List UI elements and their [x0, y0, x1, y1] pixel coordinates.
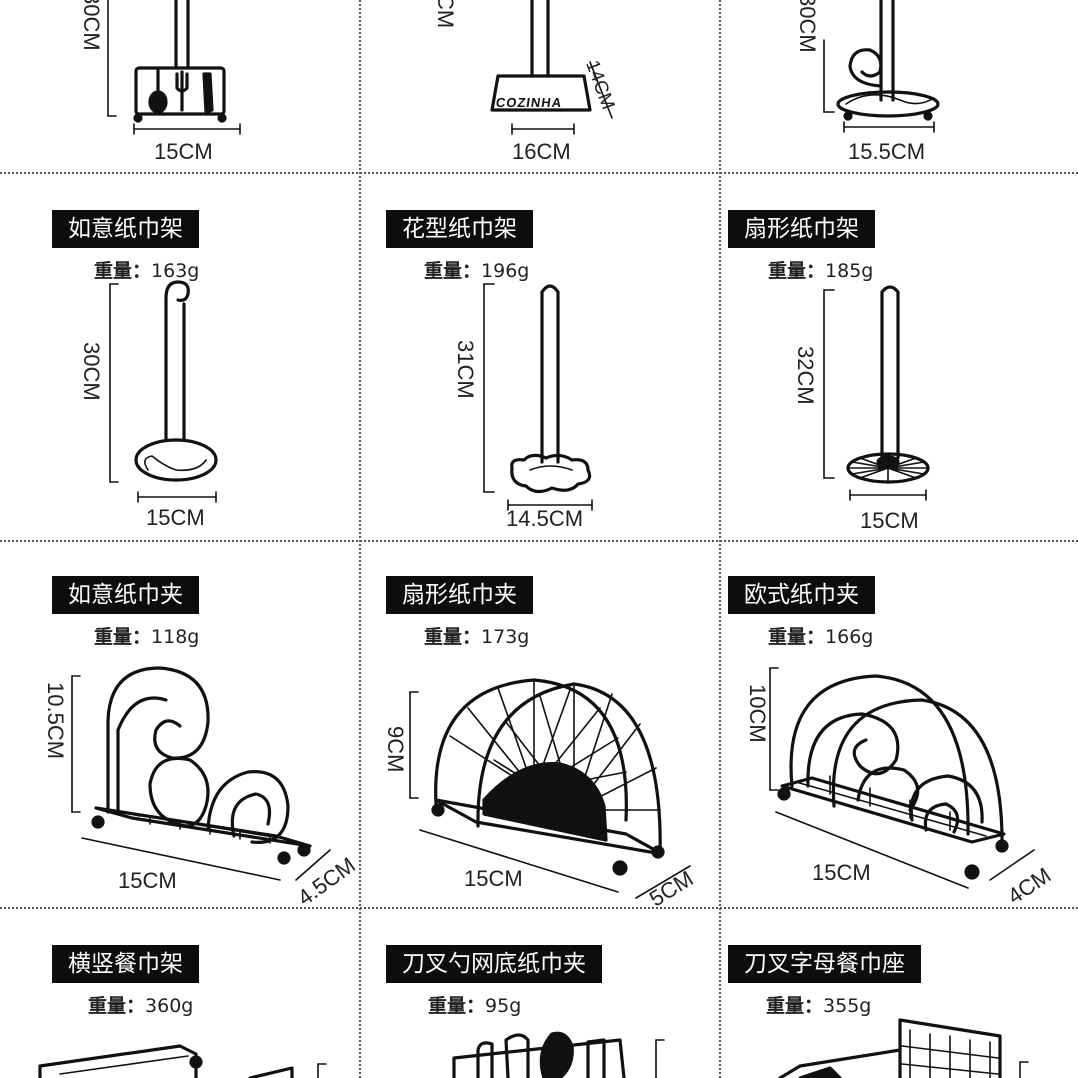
scroll-paper-towel-holder-drawing: [823, 0, 940, 133]
product-weight: 重量：118g: [94, 622, 199, 649]
product-title: 如意纸巾架: [52, 210, 199, 248]
column-divider: [359, 0, 361, 1078]
weight-value: 118g: [151, 626, 200, 648]
ruyi-napkin-clip-drawing: [71, 666, 331, 881]
product-weight: 重量：196g: [424, 256, 529, 283]
product-weight: 重量：360g: [88, 991, 193, 1018]
product-title: 横竖餐巾架: [52, 945, 199, 983]
weight-value: 173g: [481, 626, 530, 648]
product-weight: 重量：163g: [94, 256, 199, 283]
weight-value: 355g: [823, 995, 872, 1017]
weight-value: 360g: [145, 995, 194, 1017]
width-dimension: 15CM: [146, 505, 205, 530]
row-divider: [0, 172, 1078, 174]
cozinha-paper-towel-holder-drawing: [490, 0, 613, 135]
product-title: 刀叉字母餐巾座: [728, 945, 921, 983]
fan-napkin-clip-drawing: [409, 678, 691, 899]
width-dimension: 15CM: [118, 868, 177, 893]
weight-value: 196g: [481, 260, 530, 282]
product-title: 扇形纸巾架: [728, 210, 875, 248]
product-weight: 重量：185g: [768, 256, 873, 283]
row-divider: [0, 540, 1078, 542]
weight-label: 重量：: [768, 626, 826, 648]
weight-label: 重量：: [88, 995, 146, 1017]
weight-value: 163g: [151, 260, 200, 282]
product-title: 欧式纸巾夹: [728, 576, 875, 614]
weight-label: 重量：: [424, 626, 482, 648]
product-title: 扇形纸巾夹: [386, 576, 533, 614]
product-weight: 重量：95g: [428, 991, 521, 1018]
weight-label: 重量：: [428, 995, 486, 1017]
product-weight: 重量：355g: [766, 991, 871, 1018]
width-dimension: 16CM: [512, 139, 571, 164]
product-title: 花型纸巾架: [386, 210, 533, 248]
width-dimension: 15CM: [154, 139, 213, 164]
product-title: 刀叉勺网底纸巾夹: [386, 945, 602, 983]
utensil-paper-towel-holder-drawing: [107, 0, 241, 135]
weight-label: 重量：: [94, 260, 152, 282]
product-weight: 重量：173g: [424, 622, 529, 649]
column-divider: [719, 0, 721, 1078]
weight-value: 95g: [485, 995, 522, 1017]
width-dimension: 15CM: [464, 866, 523, 891]
width-dimension: 15CM: [860, 508, 919, 533]
width-dimension: 15CM: [812, 860, 871, 885]
weight-label: 重量：: [766, 995, 824, 1017]
weight-value: 185g: [825, 260, 874, 282]
weight-value: 166g: [825, 626, 874, 648]
weight-label: 重量：: [768, 260, 826, 282]
weight-label: 重量：: [424, 260, 482, 282]
product-weight: 重量：166g: [768, 622, 873, 649]
product-title: 如意纸巾夹: [52, 576, 199, 614]
cutlery-mesh-napkin-clip-drawing: [452, 1031, 665, 1078]
width-dimension: 14.5CM: [506, 506, 584, 531]
flower-towel-holder-drawing: [483, 283, 593, 511]
european-napkin-clip-drawing: [769, 667, 1035, 889]
fan-towel-holder-drawing: [823, 285, 930, 501]
ruyi-towel-holder-drawing: [109, 280, 218, 503]
row-divider: [0, 907, 1078, 909]
weight-label: 重量：: [94, 626, 152, 648]
horizontal-vertical-napkin-holder-drawing: [38, 1044, 327, 1078]
width-dimension: 15.5CM: [848, 139, 926, 164]
